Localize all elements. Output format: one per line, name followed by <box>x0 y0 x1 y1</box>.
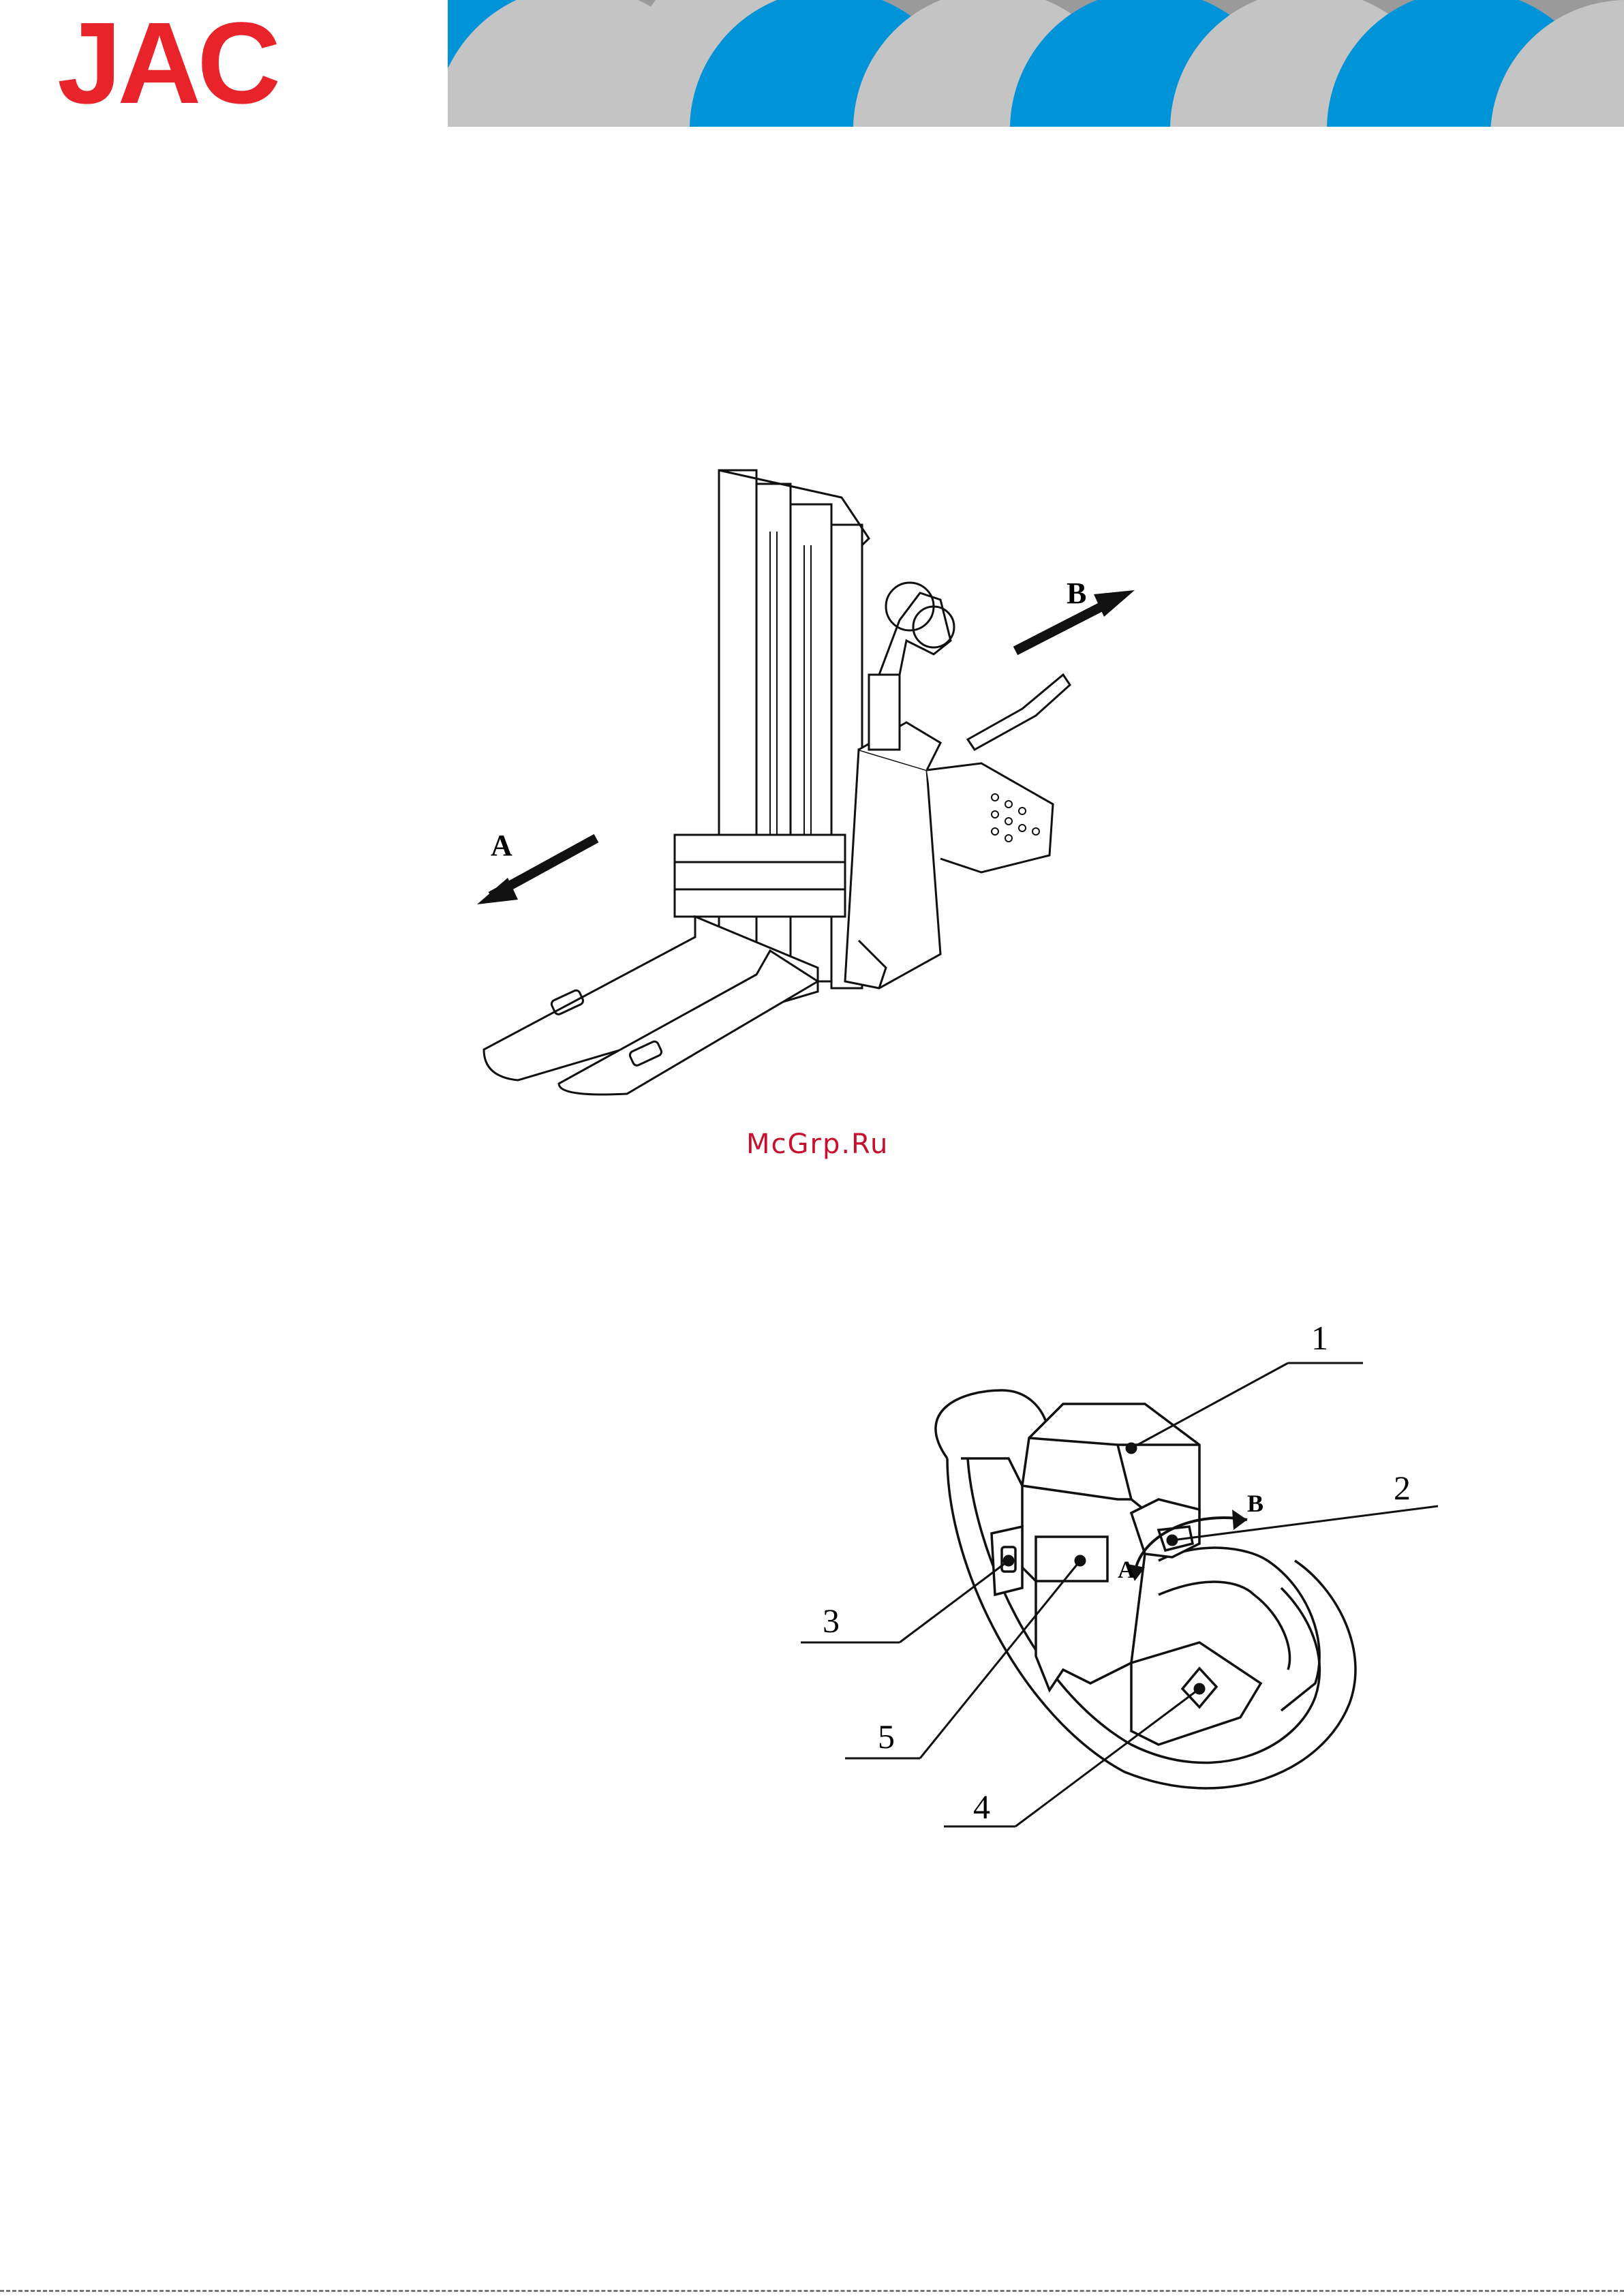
callout-5: 5 <box>878 1717 895 1756</box>
rotation-label-a: A <box>1118 1556 1135 1583</box>
rotation-arrow-b-icon <box>1232 1510 1247 1530</box>
callout-4: 4 <box>973 1788 990 1826</box>
callout-2: 2 <box>1394 1469 1411 1507</box>
watermark-text: McGrp.Ru <box>746 1129 889 1160</box>
arrow-a-label: A <box>491 829 512 862</box>
stacker-truck-icon <box>484 470 1070 1095</box>
footer-rule <box>0 2290 1624 2292</box>
header-band <box>448 0 1624 127</box>
tiller-head-figure: A B 1 2 3 4 5 <box>0 1295 1624 1874</box>
stacker-truck-figure: A B <box>0 436 1624 1118</box>
callout-3: 3 <box>823 1602 840 1640</box>
arrow-b-label: B <box>1067 577 1086 610</box>
jac-logo: JAC <box>57 5 277 121</box>
rotation-label-b: B <box>1247 1490 1263 1517</box>
callout-1: 1 <box>1311 1319 1328 1357</box>
